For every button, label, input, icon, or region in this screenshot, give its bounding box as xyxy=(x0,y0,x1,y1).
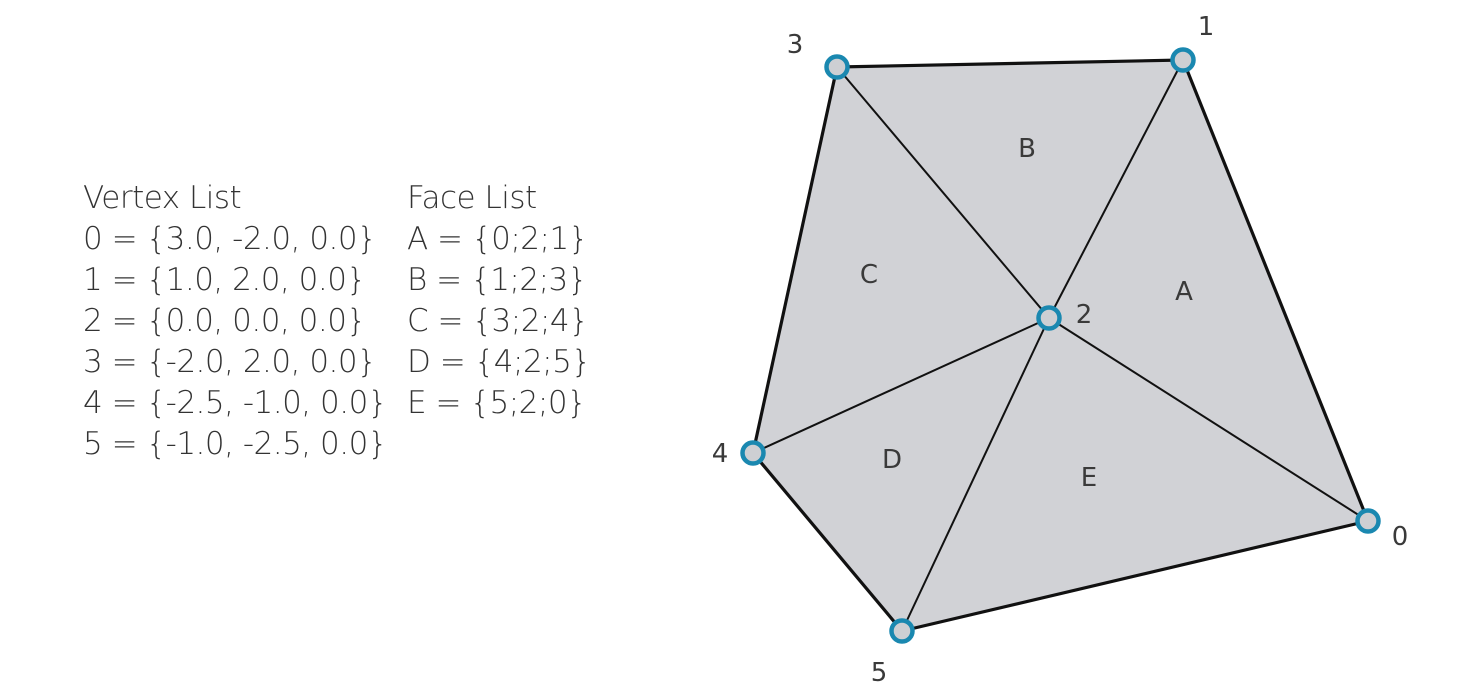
face-e xyxy=(902,318,1368,631)
vertex-entry-1: 1 = {1.0, 2.0, 0.0} xyxy=(83,262,366,298)
face-b xyxy=(837,60,1183,318)
face-a xyxy=(1049,60,1368,521)
vertex-3-point xyxy=(824,54,850,80)
face-label-e: E xyxy=(1081,463,1097,493)
face-list: Face List A = {0;2;1} B = {1;2;3} C = {3… xyxy=(407,178,591,424)
vertex-label-5: 5 xyxy=(871,658,888,688)
face-entry-e: E = {5;2;0} xyxy=(407,385,587,421)
face-label-d: D xyxy=(882,445,902,475)
inner-edge-0-2 xyxy=(1048,317,1369,522)
inner-edges-layer xyxy=(752,59,1369,632)
inner-edge-2-3 xyxy=(836,66,1050,319)
face-list-title: Face List xyxy=(407,180,537,216)
vertex-label-3: 3 xyxy=(787,30,804,60)
face-entry-d: D = {4;2;5} xyxy=(407,344,591,380)
faces-layer xyxy=(753,60,1368,631)
vertex-entry-5: 5 = {-1.0, -2.5, 0.0} xyxy=(83,426,388,462)
boundary-edge-1-3 xyxy=(836,58,1184,69)
vertex-5-point xyxy=(889,618,915,644)
face-label-a: A xyxy=(1175,277,1193,307)
face-labels-layer: A B C D E xyxy=(860,134,1193,493)
inner-edge-2-4 xyxy=(752,317,1050,454)
boundary-edge-0-1 xyxy=(1181,59,1370,522)
vertex-0-point xyxy=(1355,508,1381,534)
vertex-label-1: 1 xyxy=(1198,12,1215,42)
inner-edge-2-5 xyxy=(901,317,1050,632)
outer-edges-layer xyxy=(751,58,1370,633)
vertex-label-4: 4 xyxy=(712,439,729,469)
vertex-list-title: Vertex List xyxy=(83,180,242,216)
vertex-4-point xyxy=(740,440,766,466)
face-entry-a: A = {0;2;1} xyxy=(407,221,588,257)
face-label-c: C xyxy=(860,260,878,290)
vertex-entry-3: 3 = {-2.0, 2.0, 0.0} xyxy=(83,344,377,380)
face-d xyxy=(753,318,1049,631)
vertex-1-point xyxy=(1170,47,1196,73)
face-entry-c: C = {3;2;4} xyxy=(407,303,589,339)
face-label-b: B xyxy=(1018,134,1036,164)
vertex-2-point xyxy=(1036,305,1062,331)
vertex-entry-0: 0 = {3.0, -2.0, 0.0} xyxy=(83,221,377,257)
boundary-edge-3-4 xyxy=(751,66,839,454)
boundary-edge-0-5 xyxy=(901,519,1369,633)
vertices-layer xyxy=(740,47,1381,644)
vertex-entry-4: 4 = {-2.5, -1.0, 0.0} xyxy=(83,385,388,421)
vertex-label-2: 2 xyxy=(1076,300,1093,330)
inner-edge-1-2 xyxy=(1048,59,1184,319)
vertex-entry-2: 2 = {0.0, 0.0, 0.0} xyxy=(83,303,366,339)
vertex-labels-layer: 0 1 2 3 4 5 xyxy=(712,12,1409,688)
face-entry-b: B = {1;2;3} xyxy=(407,262,587,298)
vertex-label-0: 0 xyxy=(1392,522,1409,552)
vertex-list: Vertex List 0 = {3.0, -2.0, 0.0} 1 = {1.… xyxy=(83,178,388,465)
boundary-edge-4-5 xyxy=(751,451,904,633)
face-c xyxy=(753,67,1049,453)
